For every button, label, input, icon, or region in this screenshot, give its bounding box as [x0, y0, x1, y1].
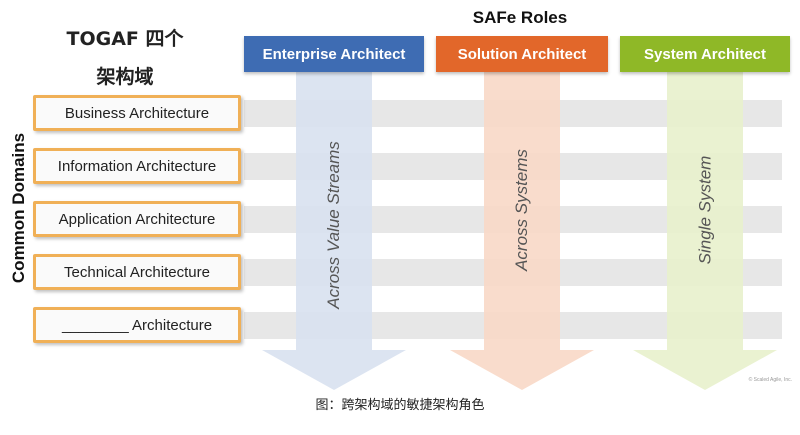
role-solution-architect: Solution Architect — [436, 36, 608, 72]
domain-blank-architecture: ________ Architecture — [33, 307, 241, 343]
system-arrow — [633, 72, 777, 390]
role-enterprise-architect: Enterprise Architect — [244, 36, 424, 72]
solution-arrow — [450, 72, 594, 390]
safe-roles-title: SAFe Roles — [472, 8, 568, 27]
domain-information-architecture: Information Architecture — [33, 148, 241, 184]
enterprise-arrow — [262, 72, 406, 390]
system-arrow-label: Single System — [667, 110, 743, 310]
domain-technical-architecture: Technical Architecture — [33, 254, 241, 290]
across-systems-text: Across Systems — [512, 149, 532, 271]
figure-caption: 图：跨架构域的敏捷架构角色 — [315, 398, 485, 413]
role-system-architect: System Architect — [620, 36, 790, 72]
togaf-title-line1: TOGAF 四个 — [66, 28, 184, 50]
togaf-title-line2: 架构域 — [96, 66, 154, 88]
domain-business-architecture: Business Architecture — [33, 95, 241, 131]
common-domains-text: Common Domains — [9, 132, 28, 283]
enterprise-arrow-label: Across Value Streams — [296, 110, 372, 340]
copyright-notice: © Scaled Agile, Inc. — [748, 377, 792, 383]
common-domains-label: Common Domains — [4, 100, 34, 315]
across-value-streams-text: Across Value Streams — [324, 141, 344, 309]
single-system-text: Single System — [695, 155, 715, 265]
togaf-title: TOGAF 四个 架构域 — [40, 20, 210, 96]
solution-arrow-label: Across Systems — [484, 110, 560, 310]
domain-application-architecture: Application Architecture — [33, 201, 241, 237]
